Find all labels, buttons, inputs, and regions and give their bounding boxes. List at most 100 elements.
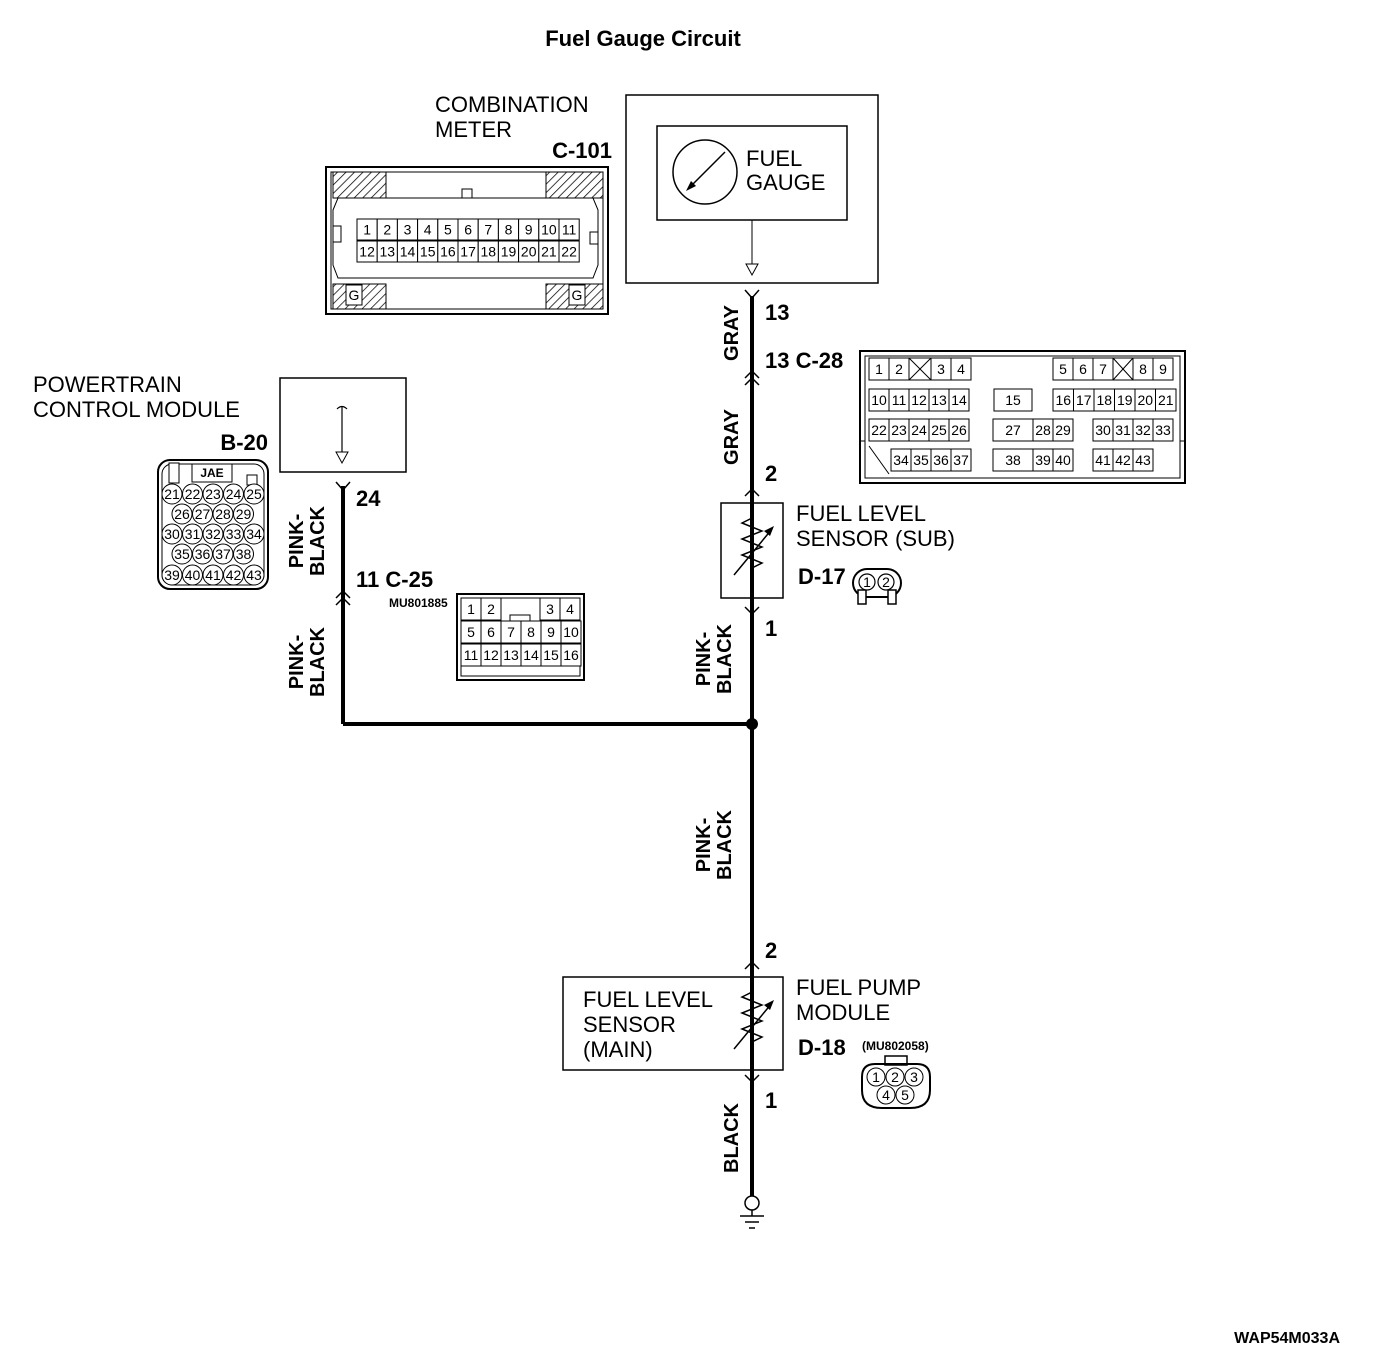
c101-pin-4: 4: [424, 222, 432, 238]
c28-pin-2: 2: [895, 361, 903, 377]
c28-pin-1: 1: [875, 361, 883, 377]
c101-connector-label: C-101: [552, 138, 612, 163]
c25-pin-16: 16: [563, 647, 579, 663]
c101-pin-7: 7: [484, 222, 492, 238]
c28-pin-14: 14: [951, 392, 967, 408]
b20-connector-label: B-20: [220, 430, 268, 455]
pump-inner-label-1: FUEL LEVEL: [583, 987, 713, 1012]
c28-pin-38: 38: [1005, 452, 1021, 468]
terminal-labels: 13 13 C-28 24 11 C-25 2 1 2 1: [356, 300, 843, 1113]
combination-meter-name-2: METER: [435, 117, 512, 142]
c28-pin-36: 36: [933, 452, 949, 468]
c25-pin-6: 6: [487, 624, 495, 640]
sensor-sub-name-2: SENSOR (SUB): [796, 526, 955, 551]
pump-inner-label-2: SENSOR: [583, 1012, 676, 1037]
b20-pin-28: 28: [215, 506, 231, 522]
c25-pin-14: 14: [523, 647, 539, 663]
pcm-name-2: CONTROL MODULE: [33, 397, 240, 422]
c25-pin-9: 9: [547, 624, 555, 640]
d18-pin-4: 4: [882, 1087, 890, 1103]
c101-pin-20: 20: [521, 244, 537, 260]
c101-pin-19: 19: [501, 244, 517, 260]
c28-pin-7: 7: [1099, 361, 1107, 377]
meter-output-arrow: [745, 263, 759, 277]
c101-pin-13: 13: [380, 244, 396, 260]
pcm-input-arrow: [335, 451, 349, 465]
c101-pin-22: 22: [561, 244, 577, 260]
ground-icon: [740, 1195, 764, 1229]
c101-pin-3: 3: [404, 222, 412, 238]
pump-module-name-2: MODULE: [796, 1000, 890, 1025]
b20-cell-25: [243, 483, 265, 505]
pump-module-box: [562, 976, 784, 1071]
c25-pin-1: 1: [467, 601, 475, 617]
c28-cell-14: [948, 388, 970, 412]
c25-cell-10: [560, 620, 582, 644]
c25-cell-4: [559, 597, 581, 621]
c28-pin-5: 5: [1059, 361, 1067, 377]
wire-pink-black-left-lower-1: PINK-: [286, 635, 308, 689]
c101-pin-14: 14: [400, 244, 416, 260]
wire-gray-upper: GRAY: [721, 304, 743, 361]
meter-terminal: 13: [765, 300, 789, 325]
powertrain-control-module: POWERTRAIN CONTROL MODULE B-20: [33, 372, 407, 473]
c101-pin-2: 2: [383, 222, 391, 238]
b20-pin-43: 43: [246, 567, 262, 583]
pump-module-name-1: FUEL PUMP: [796, 975, 921, 1000]
wire-pink-black-left-upper-1: PINK-: [286, 514, 308, 568]
wire-pink-black-right-upper-2: BLACK: [714, 623, 736, 694]
c101-pin-18: 18: [481, 244, 497, 260]
pump-pin-top: 2: [765, 938, 777, 963]
c28-pin-3: 3: [937, 361, 945, 377]
c28-pin-25: 25: [931, 422, 947, 438]
c28-pin-19: 19: [1117, 392, 1133, 408]
gauge-icon: [672, 139, 738, 205]
pump-pin-bottom: 1: [765, 1088, 777, 1113]
b20-pin-38: 38: [236, 546, 252, 562]
d17-connector-label: D-17: [798, 564, 846, 589]
d18-cell-5: [895, 1085, 915, 1105]
sensor-sub-pin-top: 2: [765, 461, 777, 486]
pcm-box: [279, 377, 407, 473]
c25-pin-10: 10: [563, 624, 579, 640]
c28-cell-29: [1052, 418, 1074, 442]
c25-cell-2: [480, 597, 502, 621]
b20-cell-38: [233, 543, 254, 565]
b20-pin-39: 39: [164, 567, 180, 583]
c28-pin-17: 17: [1076, 392, 1092, 408]
splice-point: [746, 718, 758, 730]
d17-pin-1: 1: [863, 574, 871, 590]
c28-pin-6: 6: [1079, 361, 1087, 377]
combination-meter: COMBINATION METER C-101 FUEL GAUGE: [435, 92, 879, 284]
c28-cell-40: [1052, 448, 1074, 472]
fuel-level-sensor-sub: FUEL LEVEL SENSOR (SUB) D-17 1 2: [720, 501, 955, 605]
pump-inner-label-3: (MAIN): [583, 1037, 653, 1062]
b20-pin-29: 29: [236, 506, 252, 522]
c25-pin-15: 15: [543, 647, 559, 663]
wire-pink-black-right-lower-2: BLACK: [714, 809, 736, 880]
c28-pin-8: 8: [1139, 361, 1147, 377]
b20-brand: JAE: [200, 466, 223, 480]
c101-cell-22: [558, 240, 580, 263]
c28-pin-39: 39: [1035, 452, 1051, 468]
figure-code: WAP54M033A: [1234, 1330, 1340, 1347]
c28-pin-4: 4: [957, 361, 965, 377]
c28-pin-22: 22: [871, 422, 887, 438]
d18-pin-2: 2: [891, 1069, 899, 1085]
d18-cell-2: [885, 1067, 905, 1087]
c28-pin-43: 43: [1135, 452, 1151, 468]
c101-pin-17: 17: [460, 244, 476, 260]
c28-cell-43: [1132, 448, 1154, 472]
c28-pin-31: 31: [1115, 422, 1131, 438]
c101-ground-left: G: [349, 287, 360, 303]
b20-pin-31: 31: [185, 526, 201, 542]
wire-labels: GRAY GRAY PINK- BLACK PINK- BLACK PINK- …: [286, 304, 743, 1173]
c101-ground-right: G: [572, 287, 583, 303]
d18-connector-label: D-18: [798, 1035, 846, 1060]
c28-pin-20: 20: [1137, 392, 1153, 408]
c28-pin-34: 34: [893, 452, 909, 468]
